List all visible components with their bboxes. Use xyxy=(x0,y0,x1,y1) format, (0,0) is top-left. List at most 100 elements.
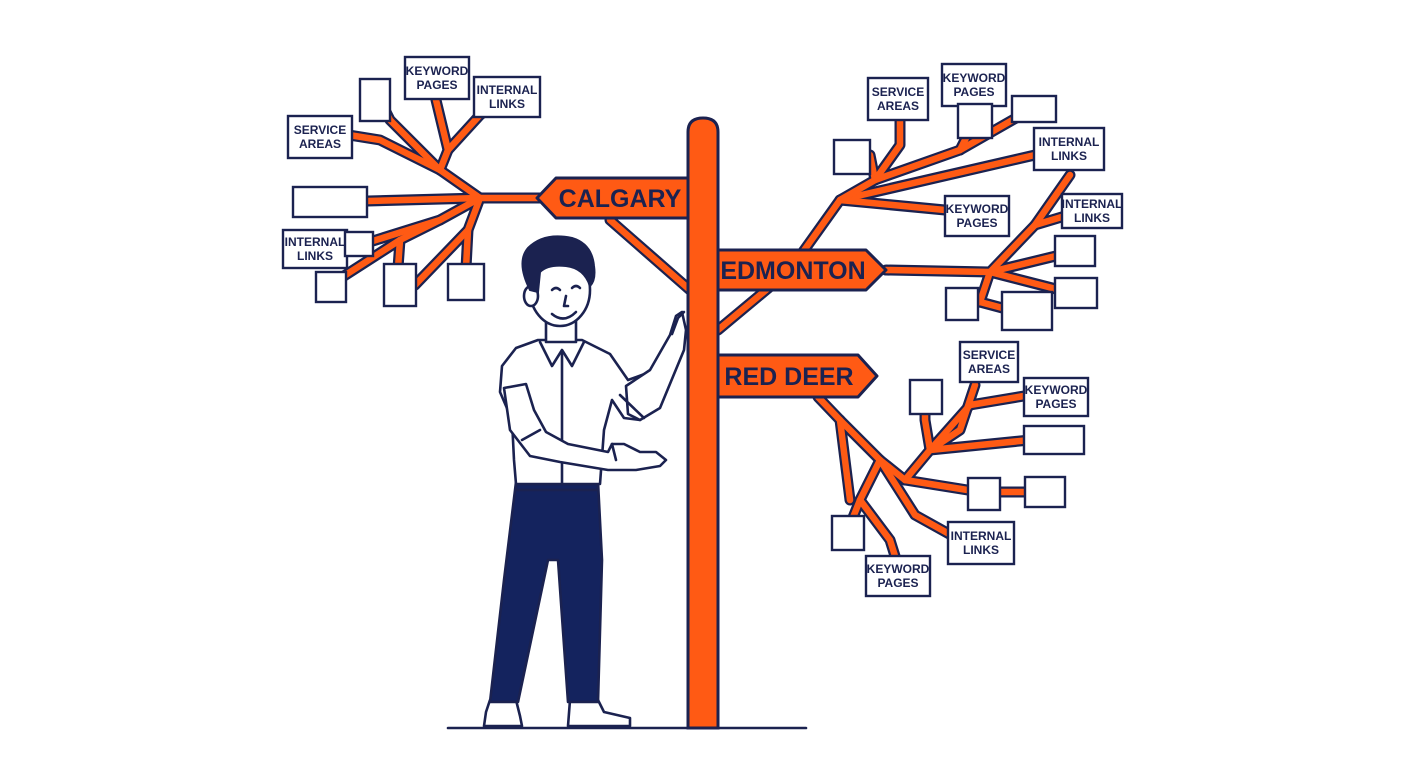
node-box-empty xyxy=(830,514,866,552)
node-box-empty xyxy=(956,102,994,140)
node-box-empty xyxy=(1010,94,1058,124)
node-box-label: LINKS xyxy=(297,249,333,263)
node-box-label: PAGES xyxy=(416,78,457,92)
node-box-label: PAGES xyxy=(953,85,994,99)
node-box-frame xyxy=(314,270,348,304)
node-box-label: KEYWORD xyxy=(867,562,930,576)
branch-fill xyxy=(326,128,484,202)
node-box-empty xyxy=(314,270,348,304)
node-box-frame xyxy=(1023,475,1067,509)
node-box-empty xyxy=(382,262,418,308)
node-box-frame xyxy=(472,75,542,119)
node-box-label: AREAS xyxy=(299,137,341,151)
sign-edmonton: EDMONTON xyxy=(716,248,888,292)
sign-calgary: CALGARY xyxy=(535,176,690,220)
node-box-label: INTERNAL xyxy=(951,529,1012,543)
node-box-label: LINKS xyxy=(1051,149,1087,163)
node-box-empty xyxy=(1023,475,1067,509)
node-box-frame xyxy=(1022,424,1086,456)
node-box-empty xyxy=(1053,234,1097,268)
node-box-label: KEYWORD xyxy=(406,64,469,78)
node-box-frame xyxy=(966,476,1002,512)
node-box-frame xyxy=(382,262,418,308)
node-box-label: SERVICE xyxy=(872,85,924,99)
node-box-frame xyxy=(286,114,354,160)
node-box-label: INTERNAL xyxy=(285,235,346,249)
node-box-frame xyxy=(956,102,994,140)
node-box-label: PAGES xyxy=(956,216,997,230)
branch-fill xyxy=(901,391,1034,484)
node-box-frame xyxy=(343,230,375,258)
branch-fill xyxy=(606,216,694,294)
node-box-label: LINKS xyxy=(1074,211,1110,225)
node-box-empty xyxy=(358,77,392,123)
node-box-frame xyxy=(832,138,872,176)
node-box-empty xyxy=(1000,290,1054,332)
branch-fill xyxy=(926,381,979,454)
node-box-frame xyxy=(1022,376,1090,418)
node-box-empty xyxy=(1022,424,1086,456)
pants xyxy=(488,480,604,704)
node-box-label: PAGES xyxy=(877,576,918,590)
node-box-label: AREAS xyxy=(968,362,1010,376)
node-box-label: SERVICE xyxy=(294,123,346,137)
node-box-label: KEYWORD xyxy=(946,202,1009,216)
node-box-frame xyxy=(943,194,1011,238)
node-box-frame xyxy=(358,77,392,123)
node-box-label: INTERNAL xyxy=(1039,135,1100,149)
node-box-frame xyxy=(1032,126,1106,172)
left-shoe xyxy=(482,698,524,728)
node-box-frame xyxy=(866,76,930,122)
branch-fill xyxy=(836,416,854,504)
branch-fill xyxy=(814,393,909,484)
branch-fill xyxy=(462,226,472,272)
node-box-label: INTERNAL xyxy=(477,83,538,97)
node-box-frame xyxy=(864,554,932,598)
node-box-empty xyxy=(343,230,375,258)
branch-fill xyxy=(986,268,1064,294)
node-box-empty xyxy=(291,185,369,219)
node-box-frame xyxy=(958,340,1020,384)
node-box-frame xyxy=(403,55,471,101)
person-illustration xyxy=(482,235,688,728)
sign-red-deer-label: RED DEER xyxy=(724,363,853,391)
node-box-empty xyxy=(832,138,872,176)
node-box-label: LINKS xyxy=(489,97,525,111)
node-box-frame xyxy=(908,378,944,416)
node-box-empty xyxy=(446,262,486,302)
signpost-pole xyxy=(686,116,720,730)
branch-fill xyxy=(926,436,1034,454)
node-box-empty xyxy=(944,286,980,322)
node-box-frame xyxy=(1053,234,1097,268)
sign-calgary-label: CALGARY xyxy=(559,185,682,213)
hair xyxy=(521,235,596,294)
branch-fill xyxy=(876,456,964,544)
node-box-frame xyxy=(1060,192,1124,230)
node-box-frame xyxy=(1000,290,1054,332)
node-box-empty xyxy=(1053,276,1099,310)
right-shoe xyxy=(566,698,632,728)
branch-fill xyxy=(871,116,904,184)
node-box-frame xyxy=(291,185,369,219)
node-box-frame xyxy=(830,514,866,552)
node-box-frame xyxy=(1010,94,1058,124)
node-box-empty xyxy=(966,476,1002,512)
node-box-label: AREAS xyxy=(877,99,919,113)
branch-fill xyxy=(836,106,1034,204)
node-box-label: SERVICE xyxy=(963,348,1015,362)
sign-red-deer: RED DEER xyxy=(716,353,879,399)
branch-fill xyxy=(714,151,1039,334)
